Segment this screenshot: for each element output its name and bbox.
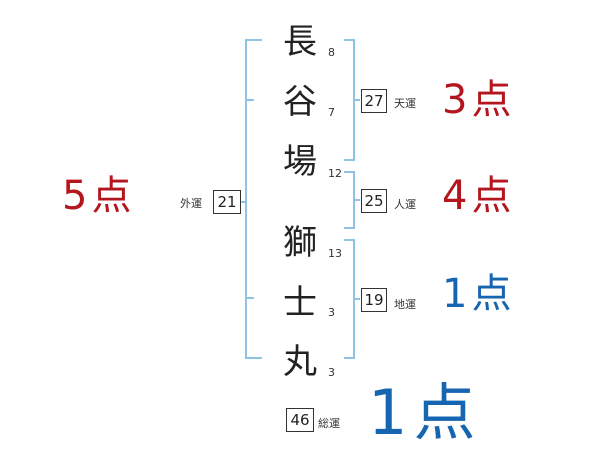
gaikaku-score: 5点: [62, 173, 136, 219]
stroke-count-3: 12: [328, 167, 342, 180]
chikaku-bracket: [344, 239, 355, 359]
tenkaku-bracket: [344, 39, 355, 161]
stroke-count-4: 13: [328, 247, 342, 260]
stroke-count-6: 3: [328, 366, 335, 379]
chikaku-score: 1点: [442, 271, 516, 317]
soukaku-value-box: 46: [286, 408, 314, 432]
tenkaku-value-box: 27: [361, 89, 387, 113]
jinkaku-score: 4点: [442, 173, 516, 219]
gaikaku-value-box: 21: [213, 190, 241, 214]
name-char-6: 丸: [283, 342, 317, 382]
gaikaku-label: 外運: [180, 197, 202, 210]
stroke-count-2: 7: [328, 106, 335, 119]
name-char-5: 士: [283, 283, 317, 323]
tenkaku-score: 3点: [442, 77, 516, 123]
stroke-count-1: 8: [328, 46, 335, 59]
outer-bracket: [245, 39, 262, 359]
name-char-1: 長: [283, 22, 317, 62]
name-char-2: 谷: [283, 82, 317, 122]
name-char-3: 場: [283, 142, 317, 182]
chikaku-label: 地運: [394, 298, 416, 311]
name-char-4: 獅: [283, 223, 317, 263]
tenkaku-label: 天運: [394, 97, 416, 110]
jinkaku-label: 人運: [394, 198, 416, 211]
stroke-count-5: 3: [328, 306, 335, 319]
chikaku-value-box: 19: [361, 288, 387, 312]
jinkaku-bracket: [344, 171, 355, 229]
soukaku-score: 1点: [368, 376, 482, 449]
soukaku-label: 総運: [318, 417, 340, 430]
jinkaku-value-box: 25: [361, 189, 387, 213]
